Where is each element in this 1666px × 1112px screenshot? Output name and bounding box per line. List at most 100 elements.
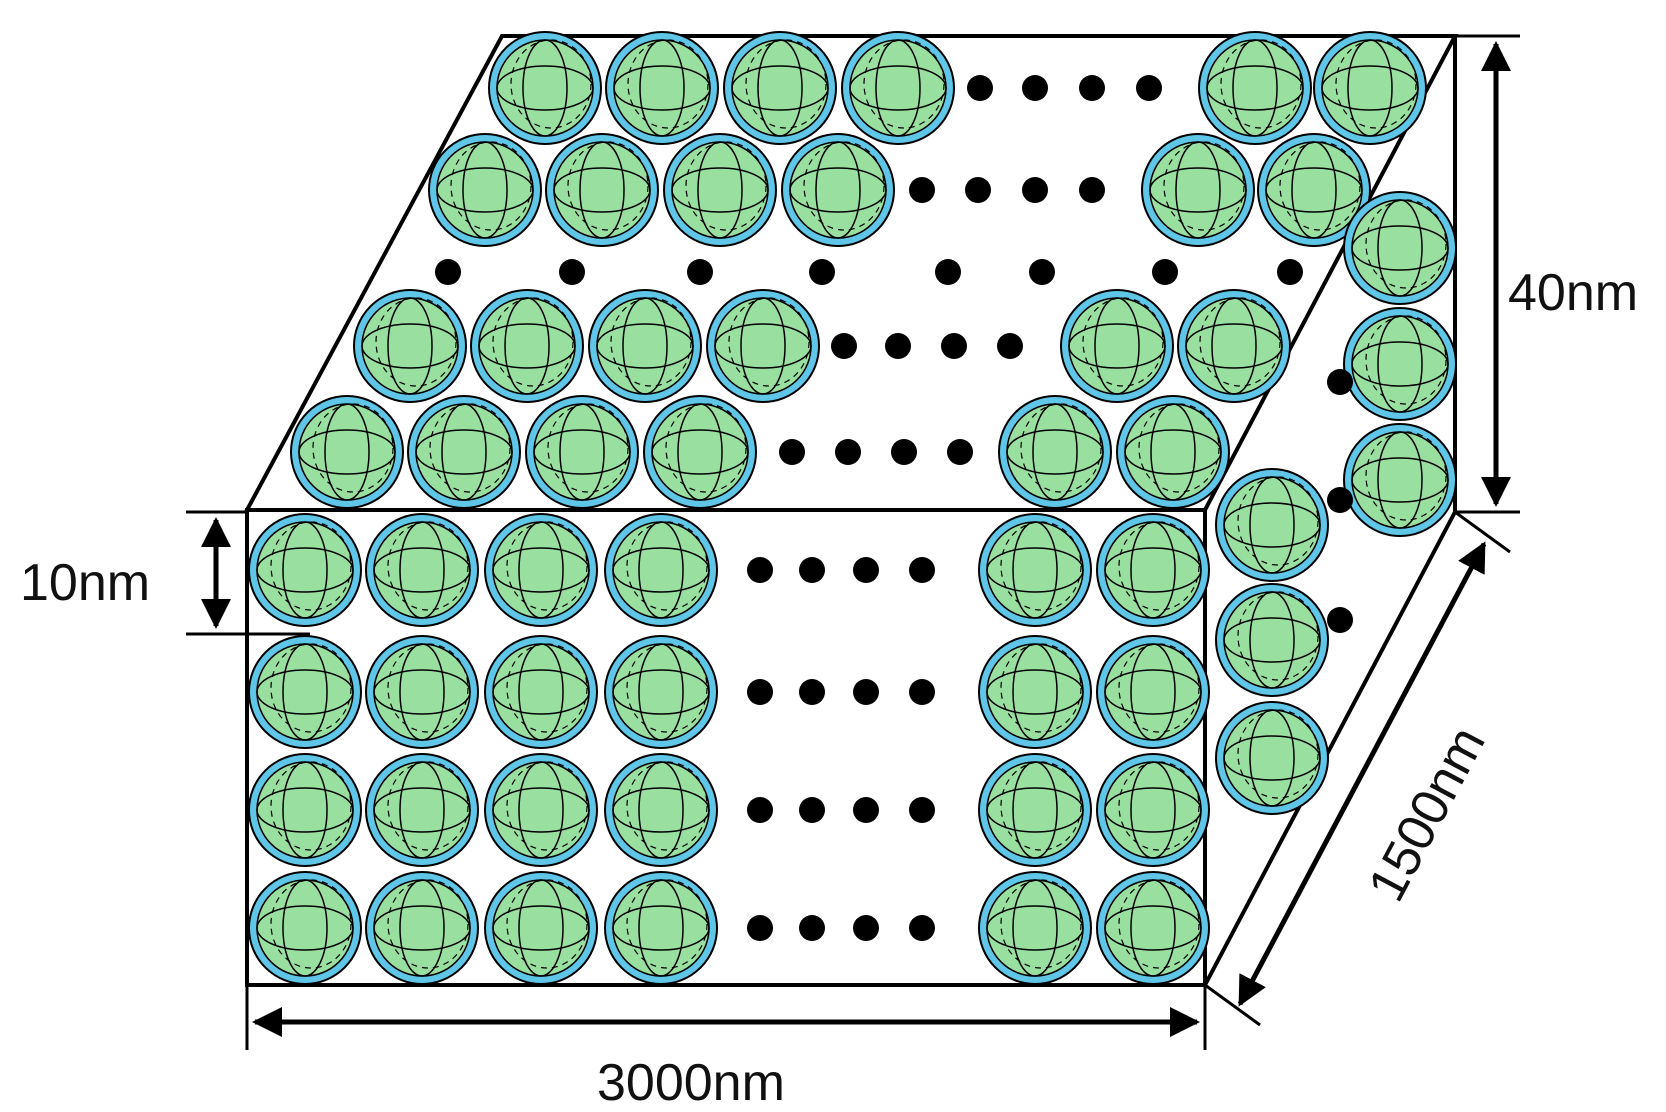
front-particle [978, 753, 1092, 867]
top-ellipsis-dot [809, 259, 835, 285]
top-ellipsis-dot [997, 333, 1023, 359]
front-ellipsis-dot [799, 557, 825, 583]
front-ellipsis-dot [799, 915, 825, 941]
top-ellipsis-dot [885, 333, 911, 359]
top-ellipsis-dot [1022, 177, 1048, 203]
top-ellipsis-dot [1022, 75, 1048, 101]
top-ellipsis-dot [967, 75, 993, 101]
front-particle [1096, 753, 1210, 867]
top-ellipsis-dot [779, 439, 805, 465]
top-particle [781, 133, 895, 247]
front-particle [1096, 871, 1210, 985]
length-dimension [245, 985, 1207, 1050]
top-particle [998, 395, 1112, 509]
top-ellipsis-dot [831, 333, 857, 359]
front-ellipsis-dot [747, 797, 773, 823]
top-particle [428, 133, 542, 247]
top-ellipsis-dot [1029, 259, 1055, 285]
top-ellipsis-dot [835, 439, 861, 465]
front-particle [604, 513, 718, 627]
top-particle [407, 395, 521, 509]
front-particle [248, 871, 362, 985]
box-front-face [245, 508, 1207, 987]
top-ellipsis-dot [935, 259, 961, 285]
depth-arrow [1237, 541, 1487, 1007]
front-ellipsis-dot [853, 679, 879, 705]
top-particle [643, 395, 757, 509]
front-ellipsis-dot [799, 679, 825, 705]
top-ellipsis-dot [941, 333, 967, 359]
front-ellipsis-dot [909, 557, 935, 583]
front-particle [484, 635, 598, 749]
side-particle [1343, 307, 1457, 421]
front-particle [978, 635, 1092, 749]
top-particle [1177, 289, 1291, 403]
front-ellipsis-dot [853, 797, 879, 823]
top-particle [841, 31, 955, 145]
top-particle [605, 31, 719, 145]
height-dimension [1455, 34, 1520, 514]
top-particle [470, 289, 584, 403]
top-particle [545, 133, 659, 247]
top-ellipsis-dot [965, 177, 991, 203]
top-ellipsis-dot [559, 259, 585, 285]
side-particle [1215, 583, 1329, 697]
front-particle [248, 753, 362, 867]
front-particle [484, 513, 598, 627]
front-ellipsis-dot [853, 557, 879, 583]
top-ellipsis-dot [1152, 259, 1178, 285]
top-ellipsis-dot [1277, 259, 1303, 285]
side-particle [1343, 423, 1457, 537]
top-ellipsis-dot [947, 439, 973, 465]
side-particle [1215, 701, 1329, 815]
front-particle [484, 871, 598, 985]
top-ellipsis-dot [909, 177, 935, 203]
front-particle [1096, 513, 1210, 627]
side-ellipsis-dot [1327, 487, 1353, 513]
top-particle [1060, 289, 1174, 403]
top-particle [1141, 133, 1255, 247]
top-particle [1257, 133, 1371, 247]
front-ellipsis-dot [909, 915, 935, 941]
particle-size-dimension [186, 510, 310, 636]
top-particle [290, 395, 404, 509]
ellipsis-dot-layer [435, 75, 1353, 941]
front-ellipsis-dot [909, 679, 935, 705]
top-particle [525, 395, 639, 509]
height-dimension-label: 40nm [1508, 264, 1638, 322]
front-ellipsis-dot [853, 915, 879, 941]
front-particle [484, 753, 598, 867]
top-particle [706, 289, 820, 403]
top-ellipsis-dot [1079, 75, 1105, 101]
front-particle [978, 513, 1092, 627]
side-ellipsis-dot [1327, 607, 1353, 633]
particle-size-label: 10nm [20, 554, 150, 612]
top-ellipsis-dot [891, 439, 917, 465]
top-particle [488, 31, 602, 145]
front-particle [365, 753, 479, 867]
front-particle [365, 635, 479, 749]
top-particle [353, 289, 467, 403]
front-particle [604, 753, 718, 867]
top-particle [588, 289, 702, 403]
top-particle [663, 133, 777, 247]
length-dimension-label: 3000nm [597, 1054, 785, 1112]
top-particle [1116, 395, 1230, 509]
front-ellipsis-dot [747, 557, 773, 583]
front-particle [248, 635, 362, 749]
front-particle [1096, 635, 1210, 749]
front-particle [365, 871, 479, 985]
front-particle [604, 871, 718, 985]
front-ellipsis-dot [747, 915, 773, 941]
front-particle [604, 635, 718, 749]
side-particle [1215, 468, 1329, 582]
side-ellipsis-dot [1327, 369, 1353, 395]
front-particle [365, 513, 479, 627]
front-ellipsis-dot [799, 797, 825, 823]
top-particle [1313, 31, 1427, 145]
top-particle [1198, 31, 1312, 145]
top-ellipsis-dot [1136, 75, 1162, 101]
front-ellipsis-dot [747, 679, 773, 705]
